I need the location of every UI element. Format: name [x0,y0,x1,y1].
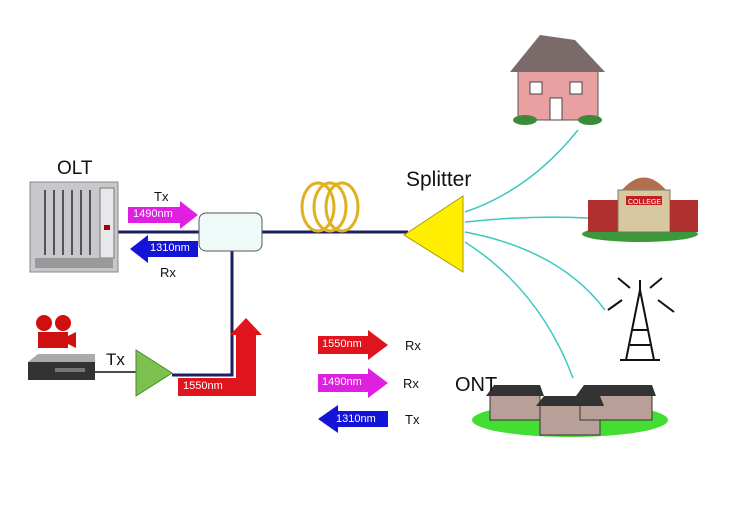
college-icon [582,177,698,242]
splitter-label: Splitter [406,168,472,191]
amplifier-icon [135,349,173,397]
drop-line-house [464,129,579,213]
legend-arrow-1490 [318,368,388,398]
olt-rack-icon [29,181,119,273]
ont-label: ONT [455,374,498,396]
olt-tx-label: Tx [154,189,169,204]
ont-houses-icon [472,385,668,437]
arrow-1490-olt [128,201,198,229]
arrow-1550-video [178,318,262,396]
legend-arrow-1550 [318,330,388,360]
drop-fibers [464,129,606,379]
video-tx-label: Tx [106,350,125,369]
arrow-1310-label: 1310nm [150,242,190,254]
legend-1310-label: 1310nm [336,413,376,425]
legend-1490-label: 1490nm [322,376,362,388]
arrow-1490-label: 1490nm [133,208,173,220]
radio-tower-icon [607,277,675,361]
feeder-fiber [118,230,408,377]
drop-line-ont [464,241,574,379]
legend-1310-role: Tx [405,412,420,427]
video-player-icon [28,354,95,380]
splitter-icon [403,195,464,273]
house-icon [510,35,605,125]
video-camera-icon [36,315,76,348]
legend-1550-role: Rx [405,338,421,353]
drop-line-tower [464,231,606,311]
arrow-1550-label: 1550nm [183,380,223,392]
wdm-coupler [198,212,263,252]
fiber-coil-icon [300,181,360,233]
legend-1490-role: Rx [403,376,419,391]
legend-1550-label: 1550nm [322,338,362,350]
olt-label: OLT [57,158,93,179]
drop-line-college [464,216,589,223]
legend-arrow-1310 [318,405,388,433]
arrow-1310-olt [130,235,198,263]
olt-rx-label: Rx [160,265,176,280]
college-sign-text: COLLEGE [628,199,661,206]
